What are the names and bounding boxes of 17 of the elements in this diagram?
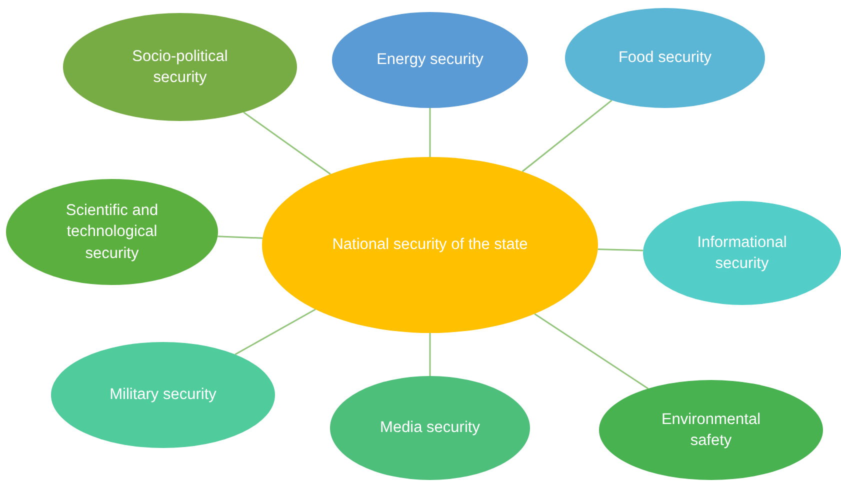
connector-line (534, 313, 649, 390)
node-label: National security of the state (332, 235, 528, 256)
connector-line (234, 308, 316, 356)
connector-line (598, 248, 644, 252)
node-label: Energy security (376, 50, 484, 70)
connector-line (429, 108, 431, 157)
node-label: Scientific and technological security (64, 200, 160, 264)
connector-line (429, 333, 431, 376)
node-label: Military security (110, 385, 216, 406)
node-label: Environmental safety (660, 410, 762, 451)
connector-line (243, 112, 331, 175)
connector-line (218, 236, 263, 239)
connector-line (522, 100, 612, 172)
node-label: Socio-political security (131, 46, 229, 88)
node-label: Food security (618, 48, 712, 68)
node-label: Media security (380, 418, 480, 438)
node-label: Informational security (696, 232, 788, 274)
